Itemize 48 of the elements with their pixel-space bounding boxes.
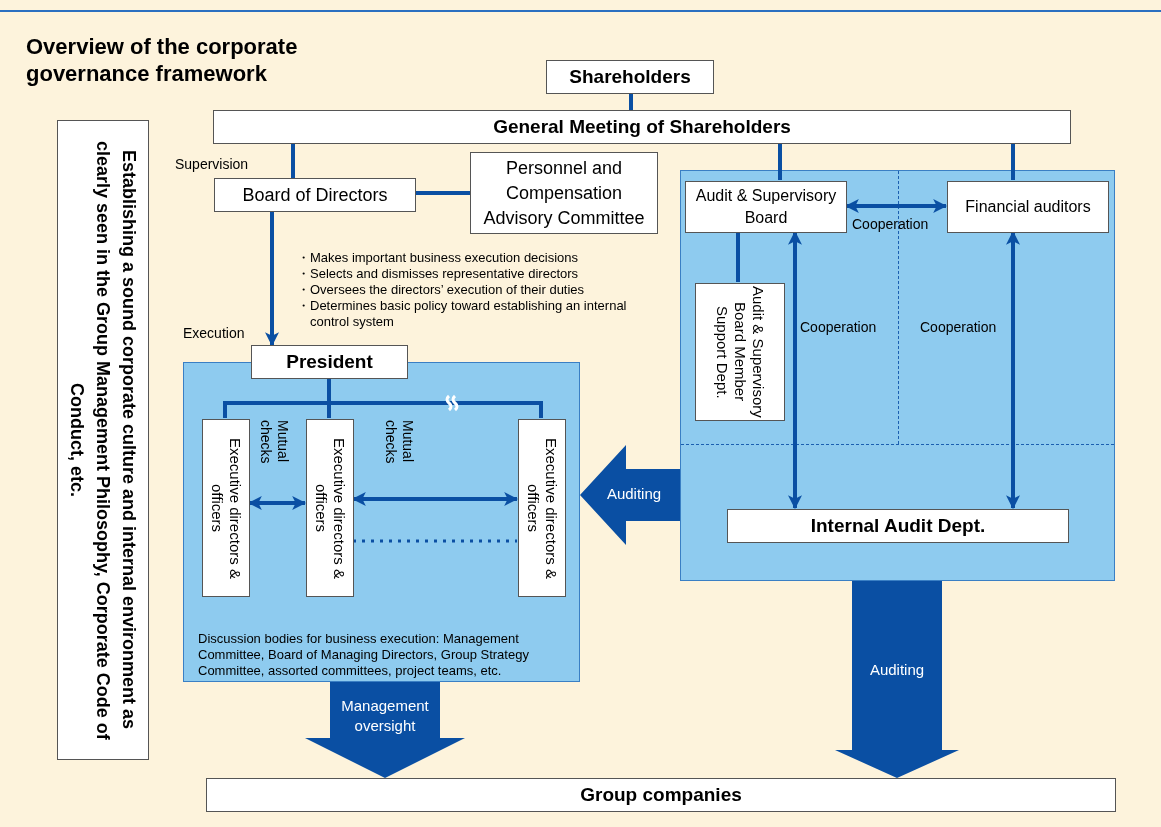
edge-label: Mutual checks [257, 420, 291, 466]
arrow [844, 199, 948, 213]
arrow [351, 492, 519, 506]
text-box: President [251, 345, 408, 379]
text-box: Financial auditors [947, 181, 1109, 233]
arrow [265, 212, 279, 347]
panel-background [680, 170, 1115, 581]
note-text: ・Selects and dismisses representative directors [297, 266, 580, 282]
block-arrow [835, 581, 959, 778]
connector-line [291, 144, 295, 178]
edge-label: Cooperation [920, 319, 998, 336]
vertical-text-box: Establishing a sound corporate culture and internal environment as clearly seen in the Group Management Philosophy, Corporate Code of Conduct, etc. [57, 120, 149, 760]
edge-label: Execution [183, 325, 246, 342]
vertical-text-box: Executive directors & officers [306, 419, 354, 597]
block-arrow [580, 445, 680, 545]
block-arrow [305, 682, 465, 778]
arrow-label: Auditing [605, 484, 663, 504]
vertical-text-box: Executive directors & officers [202, 419, 250, 597]
text-box: Group companies [206, 778, 1116, 812]
arrow [788, 230, 802, 510]
text-box: Audit & Supervisory Board [685, 181, 847, 233]
edge-label: Cooperation [800, 319, 878, 336]
edge-label: Cooperation [852, 216, 930, 233]
connector-line [629, 94, 633, 110]
connector-line [353, 539, 517, 543]
edge-label: Mutual checks [382, 420, 416, 466]
text-box: Board of Directors [214, 178, 416, 212]
arrow-label: Management oversight [340, 696, 430, 736]
connector-line [416, 191, 470, 195]
text-box: Shareholders [546, 60, 714, 94]
text-box: Internal Audit Dept. [727, 509, 1069, 543]
arrow [247, 496, 307, 510]
note-text: ・Oversees the directors’ execution of their duties [297, 282, 586, 298]
note-text: ・Makes important business execution decisions [297, 250, 580, 266]
panel-note: Discussion bodies for business execution: Management Committee, Board of Managing Directors, Group Strategy Committee, assorted committees, project teams, etc. [198, 631, 530, 679]
arrow-label: Auditing [868, 660, 926, 680]
connector-line [327, 379, 543, 418]
text-box: Personnel and Compensation Advisory Committee [470, 152, 658, 234]
text-box: General Meeting of Shareholders [213, 110, 1071, 144]
arrow [1006, 230, 1020, 510]
connector-line [736, 232, 740, 282]
vertical-text-box: Executive directors & officers [518, 419, 566, 597]
connector-line [1011, 144, 1015, 180]
connector-line [778, 144, 782, 180]
vertical-text-box: Audit & Supervisory Board Member Support Dept. [695, 283, 785, 421]
title: Overview of the corporate governance framework [26, 33, 299, 87]
note-text: ・Determines basic policy toward establishing an internal control system [297, 298, 628, 330]
edge-label: Supervision [175, 156, 250, 173]
